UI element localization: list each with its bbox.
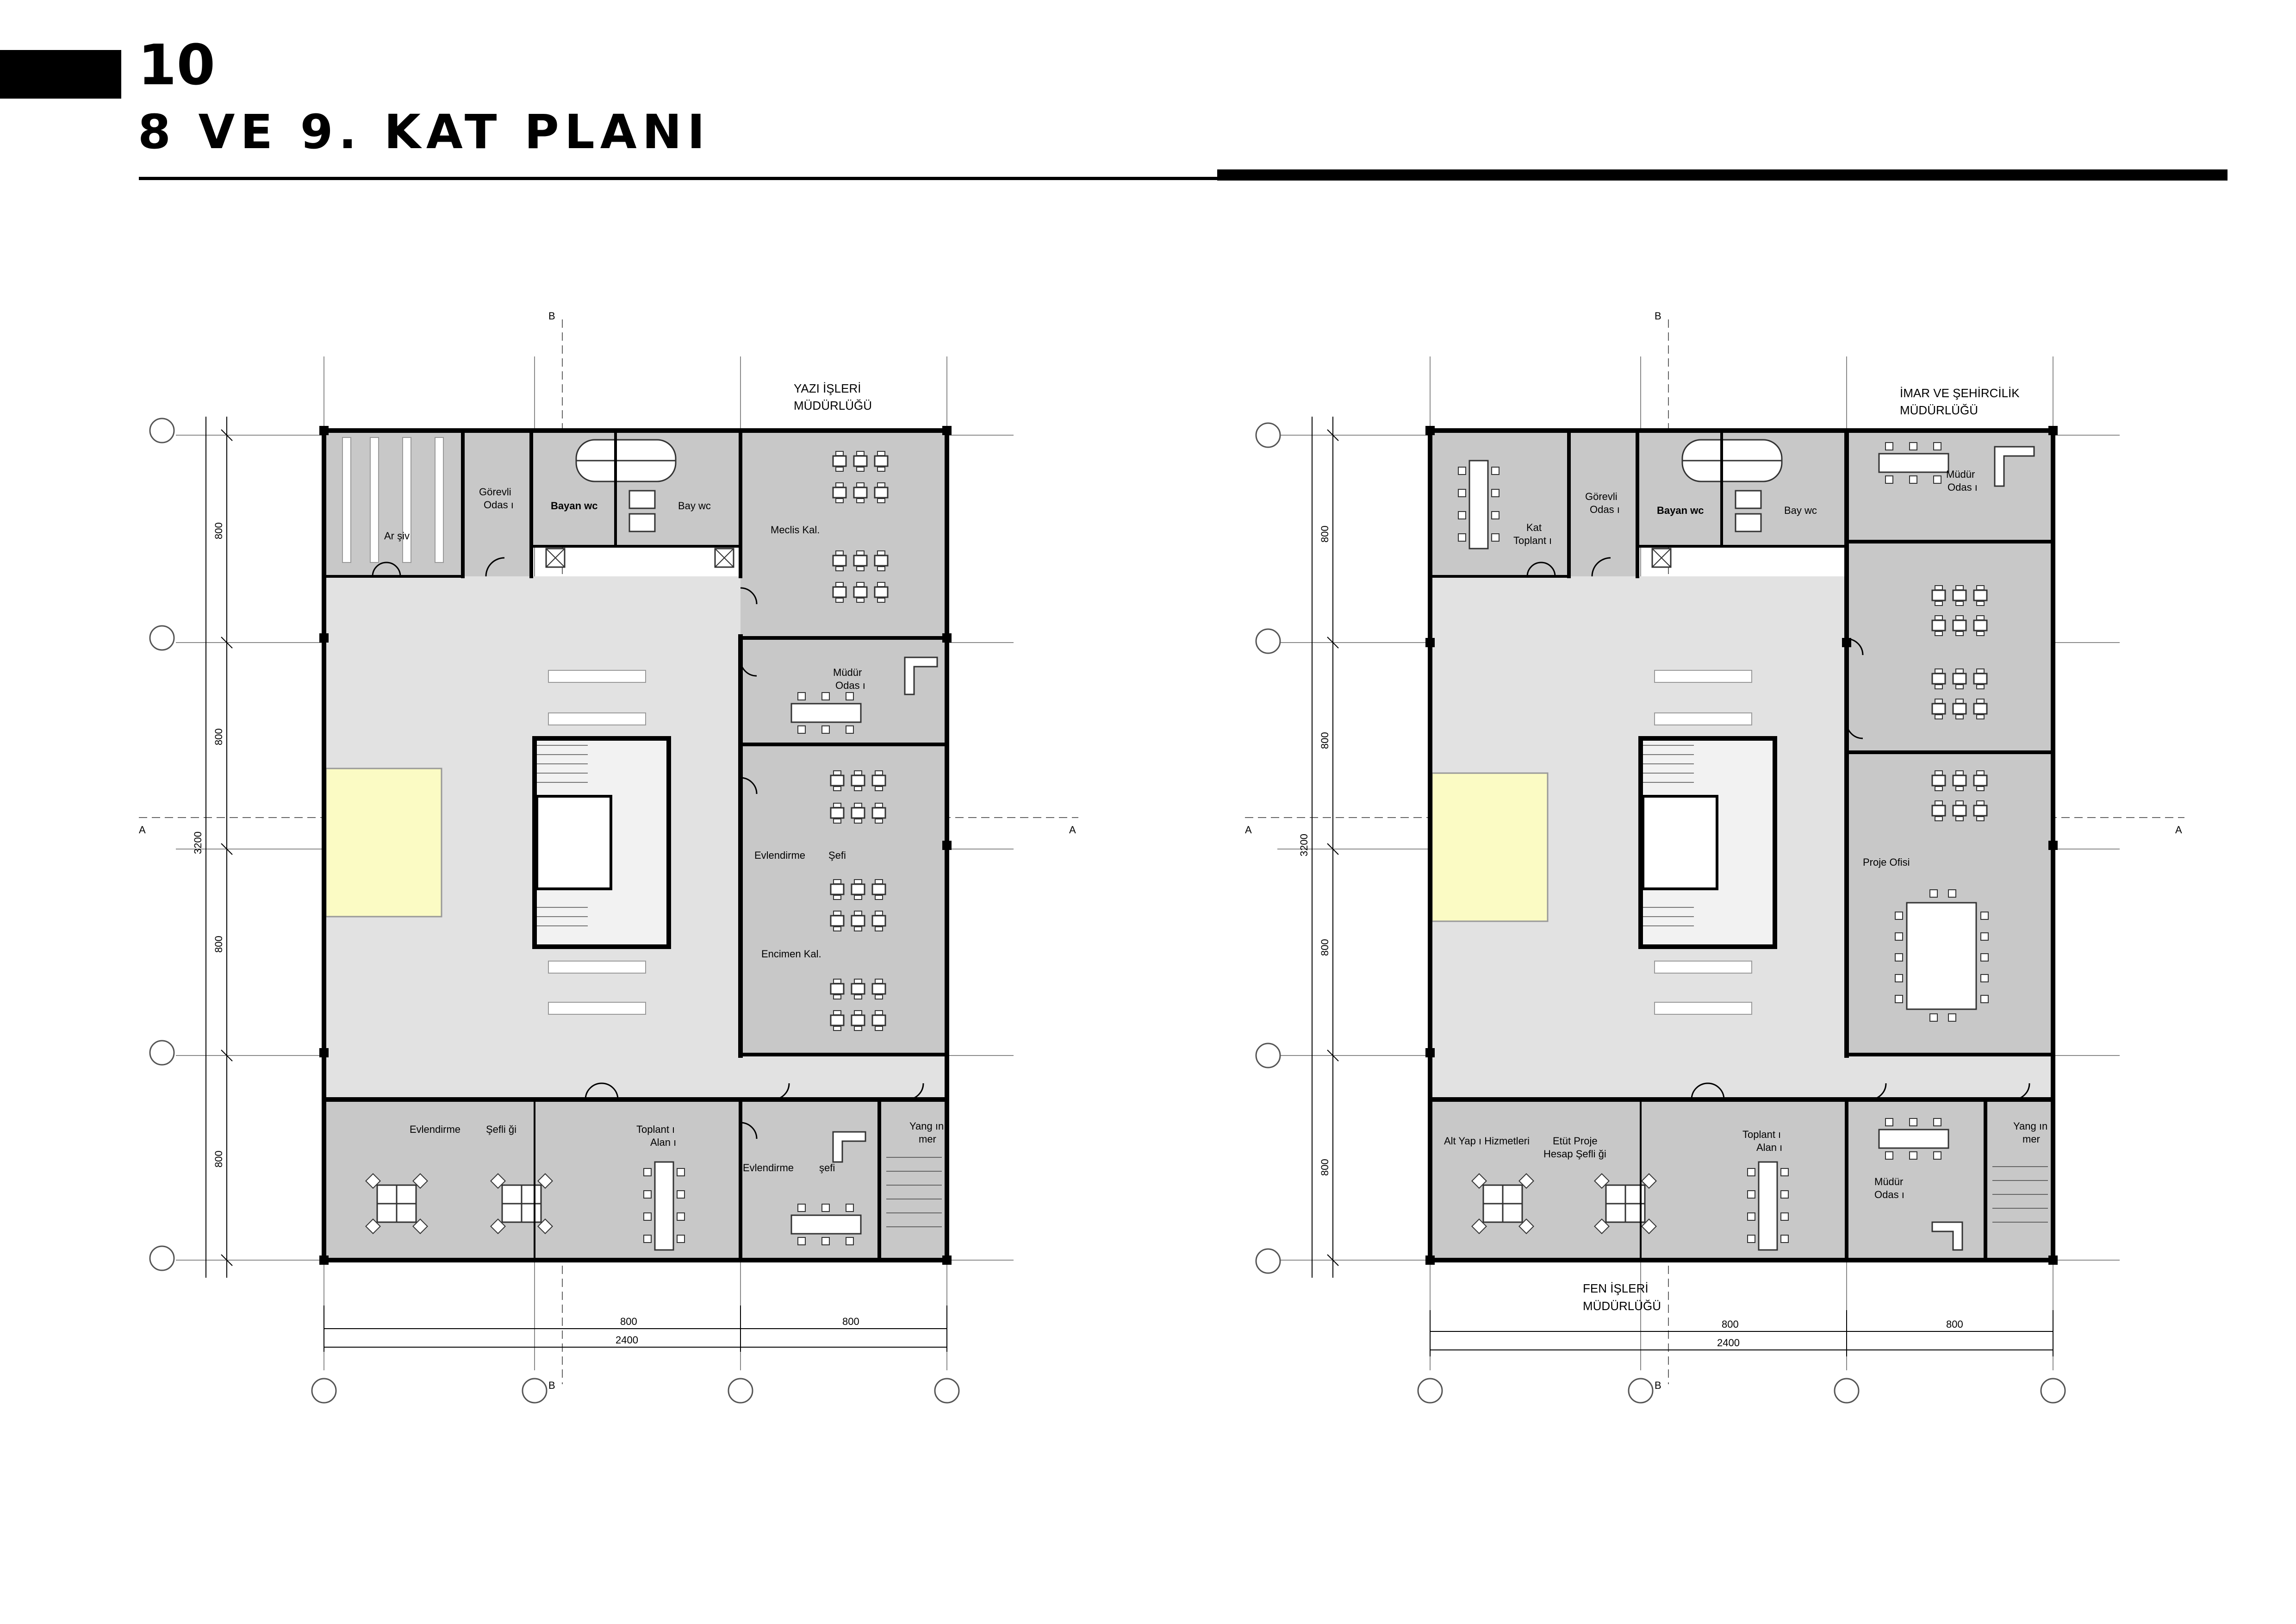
right-room-mudur-1: Müdür	[1946, 468, 1975, 480]
right-dim-total-h: 2400	[1717, 1337, 1740, 1349]
right-room-yangin-2: mer	[2022, 1133, 2040, 1145]
left-dim-total-h: 2400	[616, 1334, 638, 1346]
left-room-evl-sefi-b1: Evlendirme	[743, 1162, 794, 1174]
header-block	[0, 50, 121, 99]
left-room-evl-sefligi-2: Şefli ği	[486, 1124, 516, 1135]
right-heading-2: MÜDÜRLÜĞÜ	[1900, 403, 1978, 417]
right-room-gorevli-2: Odas ı	[1590, 504, 1620, 515]
left-plan-labels: YAZI İŞLERİ MÜDÜRLÜĞÜ Ar şiv Görevli Oda…	[139, 310, 1076, 1391]
right-room-yangin-1: Yang ın	[2013, 1120, 2047, 1132]
left-floor-plan	[139, 319, 1078, 1404]
left-room-bay-wc: Bay wc	[678, 500, 711, 512]
left-dim-v4: 800	[213, 1150, 224, 1168]
left-heading-2: MÜDÜRLÜĞÜ	[794, 399, 872, 412]
left-room-toplanti-1: Toplant ı	[636, 1124, 675, 1135]
page-title: 8 VE 9. KAT PLANI	[138, 105, 710, 160]
left-room-yangin-2: mer	[919, 1133, 936, 1145]
title-rule-thick	[1217, 169, 2228, 181]
right-plan-labels: İMAR VE ŞEHİRCİLİK MÜDÜRLÜĞÜ FEN İŞLERİ …	[1245, 310, 2182, 1391]
left-dim-total: 3200	[192, 831, 204, 854]
right-room-proje: Proje Ofisi	[1863, 856, 1910, 868]
right-room-etut-2: Hesap Şefli ği	[1543, 1148, 1606, 1160]
right-room-kat-toplanti-1: Kat	[1526, 522, 1542, 533]
left-section-b-top: B	[548, 310, 555, 322]
right-floor-plan	[1245, 319, 2184, 1404]
right-room-mudur-b2: Odas ı	[1874, 1189, 1904, 1200]
right-dim-v4: 800	[1319, 1159, 1331, 1176]
right-room-toplanti-1: Toplant ı	[1742, 1129, 1781, 1140]
left-room-evl-sefi-2: Şefi	[828, 849, 846, 861]
left-room-toplanti-2: Alan ı	[650, 1137, 676, 1148]
left-room-encimen: Encimen Kal.	[761, 948, 821, 960]
left-section-a-left: A	[139, 824, 146, 836]
right-dim-v2: 800	[1319, 732, 1331, 749]
left-dim-v3: 800	[213, 936, 224, 953]
title-rule-thin	[139, 177, 1217, 180]
right-dim-h1: 800	[1722, 1318, 1739, 1330]
left-room-evl-sefi-1: Evlendirme	[754, 849, 805, 861]
left-room-meclis: Meclis Kal.	[771, 524, 820, 536]
left-room-arsiv: Ar şiv	[384, 530, 410, 542]
left-dim-h1: 800	[620, 1316, 637, 1327]
left-room-bayan-wc: Bayan wc	[551, 500, 598, 512]
left-dim-v1: 800	[213, 522, 224, 539]
left-heading-1: YAZI İŞLERİ	[794, 381, 861, 395]
right-section-b-top: B	[1655, 310, 1661, 322]
right-room-etut-1: Etüt Proje	[1553, 1135, 1598, 1147]
right-room-bay-wc: Bay wc	[1784, 505, 1817, 516]
right-room-mudur-2: Odas ı	[1948, 481, 1978, 493]
left-room-yangin-1: Yang ın	[909, 1120, 944, 1132]
page-number: 10	[138, 33, 215, 98]
right-dim-total: 3200	[1298, 834, 1310, 856]
left-room-evl-sefligi-1: Evlendirme	[410, 1124, 460, 1135]
right-room-gorevli-1: Görevli	[1585, 491, 1618, 502]
right-heading-bottom-1: FEN İŞLERİ	[1583, 1281, 1649, 1295]
right-dim-v3: 800	[1319, 939, 1331, 956]
right-room-altyapi: Alt Yap ı Hizmetleri	[1444, 1135, 1530, 1147]
left-dim-v2: 800	[213, 728, 224, 745]
right-room-bayan-wc: Bayan wc	[1657, 505, 1704, 516]
left-room-mudur-2: Odas ı	[835, 680, 865, 691]
right-heading-bottom-2: MÜDÜRLÜĞÜ	[1583, 1299, 1661, 1313]
right-room-mudur-b1: Müdür	[1874, 1176, 1903, 1187]
left-room-mudur-1: Müdür	[833, 667, 862, 678]
right-heading-1: İMAR VE ŞEHİRCİLİK	[1900, 386, 2020, 400]
right-dim-h2: 800	[1946, 1318, 1963, 1330]
left-room-evl-sefi-b2: şefi	[819, 1162, 835, 1174]
left-section-b-bottom: B	[548, 1380, 555, 1391]
right-section-a-left: A	[1245, 824, 1252, 836]
right-room-kat-toplanti-2: Toplant ı	[1513, 535, 1552, 546]
right-room-toplanti-2: Alan ı	[1756, 1142, 1782, 1153]
right-section-a-right: A	[2175, 824, 2182, 836]
left-dim-h2: 800	[842, 1316, 859, 1327]
right-section-b-bottom: B	[1655, 1380, 1661, 1391]
right-dim-v1: 800	[1319, 525, 1331, 543]
left-room-gorevli-1: Görevli	[479, 486, 511, 498]
left-section-a-right: A	[1069, 824, 1076, 836]
left-room-gorevli-2: Odas ı	[484, 499, 514, 511]
